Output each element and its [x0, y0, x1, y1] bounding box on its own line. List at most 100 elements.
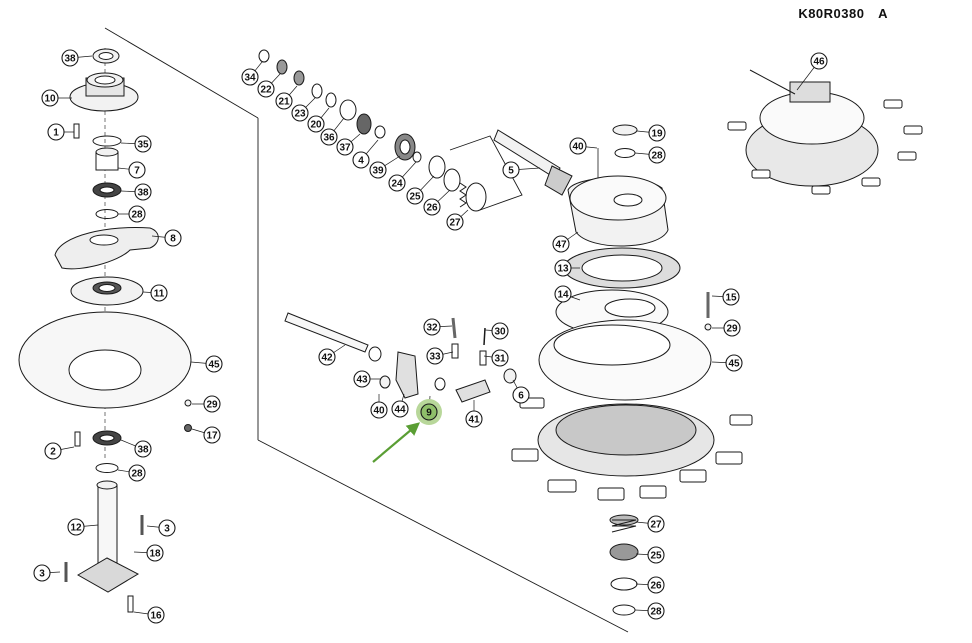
- callout-number: 38: [64, 54, 76, 65]
- callout-number: 35: [137, 140, 149, 151]
- callout-13: 13: [554, 259, 572, 277]
- callout-number: 26: [650, 581, 662, 592]
- callout-circle: [134, 135, 152, 153]
- assembled-rotor-view: [727, 69, 923, 195]
- callout-45: 45: [205, 355, 223, 373]
- callout-circle: [44, 442, 62, 460]
- callout-number: 28: [651, 151, 663, 162]
- callout-20: 20: [307, 115, 325, 133]
- callout-29: 29: [723, 319, 741, 337]
- callout-circle: [353, 370, 371, 388]
- callout-circle: [552, 235, 570, 253]
- callout-circle: [420, 403, 438, 421]
- callout-circle: [164, 229, 182, 247]
- callout-number: 15: [725, 293, 737, 304]
- callout-3: 3: [158, 519, 176, 537]
- callout-circle: [205, 355, 223, 373]
- callout-circle: [647, 515, 665, 533]
- callout-number: 25: [650, 551, 662, 562]
- callout-18: 18: [146, 544, 164, 562]
- callout-circle: [150, 284, 168, 302]
- callout-circle: [320, 128, 338, 146]
- callout-14: 14: [554, 285, 572, 303]
- callout-circle: [146, 544, 164, 562]
- callout-38: 38: [61, 49, 79, 67]
- callout-circle: [446, 213, 464, 231]
- callout-circle: [423, 318, 441, 336]
- drawing-reference: K80R0380 A: [798, 6, 888, 21]
- callout-number: 28: [131, 469, 143, 480]
- callout-number: 32: [426, 323, 438, 334]
- left-hub-assembly: [18, 48, 192, 613]
- callout-27: 27: [446, 213, 464, 231]
- drive-shaft-assembly: [258, 49, 573, 212]
- callout-circle: [352, 151, 370, 169]
- callout-circle: [128, 205, 146, 223]
- callout-circle: [388, 174, 406, 192]
- callout-number: 11: [154, 289, 165, 300]
- callout-36: 36: [320, 128, 338, 146]
- callout-circle: [554, 285, 572, 303]
- callout-number: 9: [426, 408, 432, 419]
- callout-15: 15: [722, 288, 740, 306]
- callout-circle: [502, 161, 520, 179]
- callout-16: 16: [147, 606, 165, 624]
- callout-number: 22: [260, 85, 272, 96]
- callout-circle: [336, 138, 354, 156]
- drawing-number: K80R0380: [798, 6, 865, 21]
- callout-28: 28: [647, 602, 665, 620]
- callout-11: 11: [150, 284, 168, 302]
- callout-number: 6: [518, 391, 524, 402]
- callout-circle: [318, 348, 336, 366]
- callout-number: 40: [572, 142, 584, 153]
- callout-22: 22: [257, 80, 275, 98]
- callout-number: 3: [39, 569, 45, 580]
- callout-circle: [406, 187, 424, 205]
- callout-number: 46: [813, 57, 825, 68]
- callout-circle: [647, 602, 665, 620]
- callout-circle: [203, 395, 221, 413]
- callout-circle: [647, 546, 665, 564]
- callout-27: 27: [647, 515, 665, 533]
- callout-circle: [491, 322, 509, 340]
- callout-42: 42: [318, 348, 336, 366]
- callout-44: 44: [391, 400, 409, 418]
- callout-number: 26: [426, 203, 438, 214]
- callout-number: 36: [323, 133, 335, 144]
- callout-28: 28: [128, 205, 146, 223]
- callout-circle: [723, 319, 741, 337]
- callout-circle: [134, 183, 152, 201]
- callout-circle: [47, 123, 65, 141]
- callout-26: 26: [423, 198, 441, 216]
- linkage-assembly: [284, 312, 517, 403]
- callout-number: 13: [557, 264, 569, 275]
- callout-circle: [648, 146, 666, 164]
- callout-circle: [134, 440, 152, 458]
- callout-5: 5: [502, 161, 520, 179]
- rotor-head-assembly: [511, 124, 753, 616]
- callout-3: 3: [33, 564, 51, 582]
- callout-38: 38: [134, 440, 152, 458]
- callout-number: 7: [134, 166, 140, 177]
- callout-23: 23: [291, 104, 309, 122]
- callout-circle: [291, 104, 309, 122]
- callout-circle: [569, 137, 587, 155]
- callout-number: 45: [728, 359, 740, 370]
- callout-25: 25: [647, 546, 665, 564]
- callout-circle: [128, 464, 146, 482]
- callout-number: 30: [494, 327, 506, 338]
- callout-number: 20: [310, 120, 322, 131]
- callout-21: 21: [275, 92, 293, 110]
- callout-19: 19: [648, 124, 666, 142]
- callout-circle: [423, 198, 441, 216]
- callout-7: 7: [128, 161, 146, 179]
- callout-circle: [647, 576, 665, 594]
- callout-circle: [61, 49, 79, 67]
- callout-number: 23: [294, 109, 306, 120]
- callout-6: 6: [512, 386, 530, 404]
- callout-1: 1: [47, 123, 65, 141]
- callout-number: 19: [651, 129, 663, 140]
- callout-circle: [241, 68, 259, 86]
- drawing-revision: A: [878, 6, 888, 21]
- callout-number: 29: [206, 400, 218, 411]
